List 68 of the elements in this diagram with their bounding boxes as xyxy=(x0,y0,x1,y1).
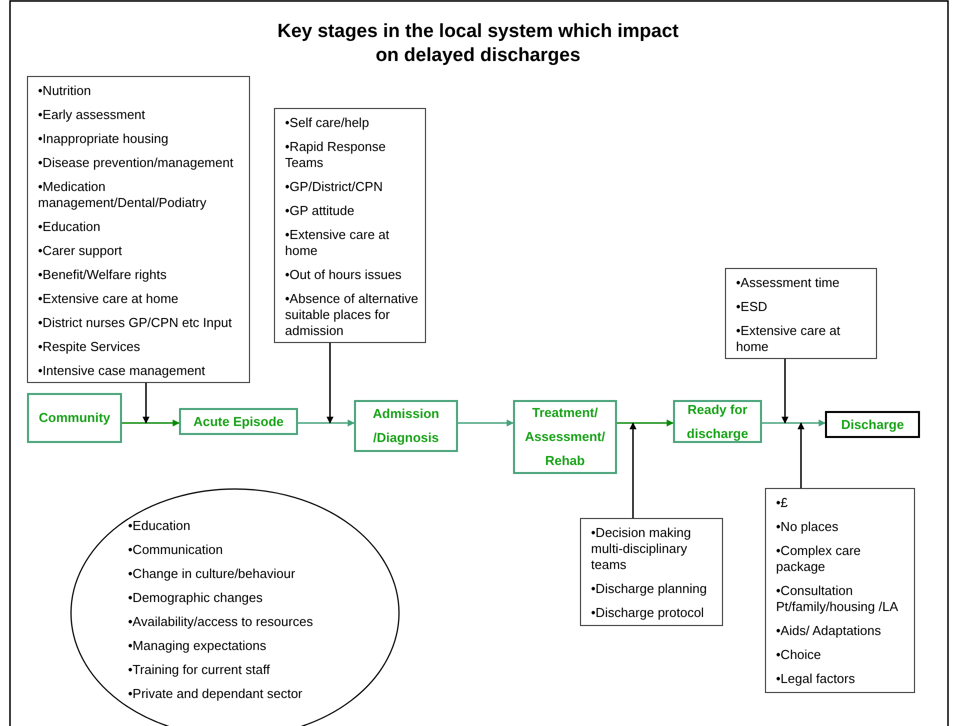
stage-label: Discharge xyxy=(841,416,904,434)
stage-box xyxy=(825,411,920,438)
list-item: •Change in culture/behaviour xyxy=(128,566,296,582)
list-item: •Early assessment xyxy=(38,107,146,123)
stage-box xyxy=(179,408,298,435)
list-item: •Communication xyxy=(128,542,224,558)
arrow xyxy=(458,420,514,426)
list-item: •Managing expectations xyxy=(128,638,268,654)
stage-box xyxy=(673,400,762,443)
list-item: •Complex care package xyxy=(776,543,862,575)
factor-box xyxy=(274,108,426,343)
list-item: •Out of hours issues xyxy=(285,267,403,283)
list-item: •Self care/help xyxy=(285,115,370,131)
list-item: •No places xyxy=(776,519,840,535)
list-item: •Demographic changes xyxy=(128,590,264,606)
list-item: •Nutrition xyxy=(38,83,92,99)
list-item: •District nurses GP/CPN etc Input xyxy=(38,315,233,331)
factor-box xyxy=(27,76,250,383)
list-item: •Discharge protocol xyxy=(591,605,705,621)
stage-label: Ready for discharge xyxy=(686,400,750,443)
list-item: •Rapid Response Teams xyxy=(285,139,387,171)
list-item: •ESD xyxy=(736,299,768,315)
list-item: •Private and dependant sector xyxy=(128,686,304,702)
arrow xyxy=(142,383,150,424)
list-item: •GP/District/CPN xyxy=(285,179,384,195)
list-item: •Inappropriate housing xyxy=(38,131,170,147)
list-item: •Decision making multi-disciplinary teams xyxy=(591,525,692,573)
factor-box xyxy=(725,268,877,359)
list-item: •Education xyxy=(128,518,192,534)
list-item: •Discharge planning xyxy=(591,581,708,597)
list-item: •Legal factors xyxy=(776,671,856,687)
stage-box xyxy=(27,393,122,443)
list-item: •Extensive care at home xyxy=(285,227,390,259)
list-item: •Extensive care at home xyxy=(38,291,180,307)
arrow xyxy=(630,422,636,518)
list-item: •Assessment time xyxy=(736,275,841,291)
arrow xyxy=(326,343,334,424)
list-item: •Education xyxy=(38,219,102,235)
list-item: •Medication management/Dental/Podiatry xyxy=(38,179,208,211)
arrow xyxy=(122,420,180,426)
arrow xyxy=(617,420,674,426)
factor-box xyxy=(580,518,723,626)
list-item: •Consultation Pt/family/housing /LA xyxy=(776,583,900,615)
list-item: •Absence of alternative suitable places for admission xyxy=(285,291,419,339)
list-item: •Carer support xyxy=(38,243,124,259)
arrow xyxy=(762,420,826,426)
stage-box xyxy=(354,400,458,452)
list-item: •Intensive case management xyxy=(38,363,206,379)
list-item: •Training for current staff xyxy=(128,662,271,678)
list-item: •Benefit/Welfare rights xyxy=(38,267,168,283)
stage-label: Acute Episode xyxy=(193,412,284,431)
stage-label: Admission /Diagnosis xyxy=(372,405,440,447)
factor-box xyxy=(765,488,915,693)
diagram-title: Key stages in the local system which impact on delayed discharges xyxy=(276,20,680,68)
list-item: •Disease prevention/management xyxy=(38,155,234,171)
arrow xyxy=(798,422,804,488)
list-item: •Aids/ Adaptations xyxy=(776,623,882,639)
stage-box xyxy=(513,400,617,474)
arrow xyxy=(782,359,788,424)
list-item: •Extensive care at home xyxy=(736,323,842,355)
list-item: •Availability/access to resources xyxy=(128,614,313,630)
stage-label: Community xyxy=(38,409,110,427)
stage-label: Treatment/ Assessment/ Rehab xyxy=(524,404,606,470)
list-item: •Respite Services xyxy=(38,339,142,355)
list-item: •£ xyxy=(776,495,789,511)
list-item: •Choice xyxy=(776,647,822,663)
list-item: •GP attitude xyxy=(285,203,356,219)
arrow xyxy=(298,420,355,426)
